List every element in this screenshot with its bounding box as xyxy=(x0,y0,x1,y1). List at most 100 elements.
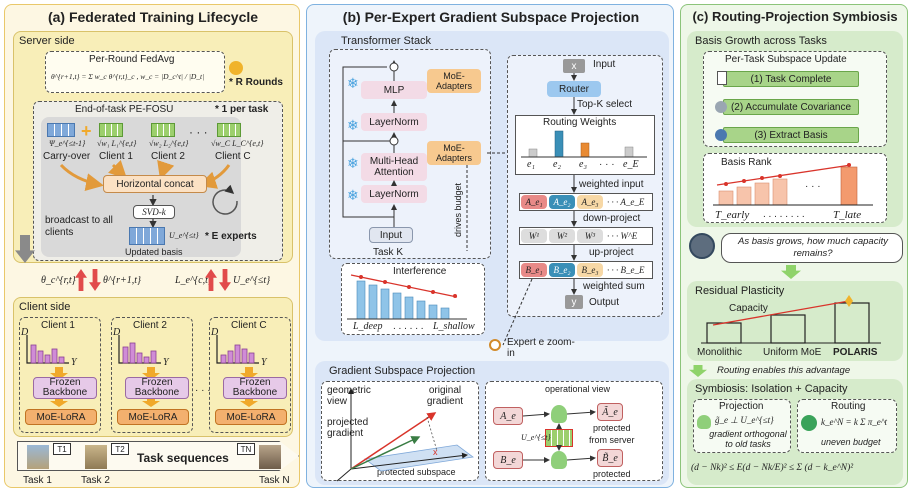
mlp-box: MLP xyxy=(361,81,427,99)
panel-c-title: (c) Routing-Projection Symbiosis xyxy=(692,9,898,24)
frozen-backbone-1: Frozen Backbone xyxy=(33,377,97,399)
e1-label: e₁ xyxy=(527,159,535,170)
carry-over-label: Carry-over xyxy=(43,151,91,162)
capacity-chart xyxy=(701,295,881,344)
original-gradient-label: original gradient xyxy=(426,385,464,407)
task-tag-1: T1 xyxy=(53,443,71,455)
client-1-matrix xyxy=(99,123,123,137)
theta-next-label: θ^{r+1,t} xyxy=(103,275,142,286)
operational-view-label: operational view xyxy=(545,384,611,394)
layernorm-top: LayerNorm xyxy=(361,113,427,131)
moe-lora-1: MoE-LoRA xyxy=(25,409,97,425)
client-2-matrix xyxy=(151,123,175,137)
plus-icon: + xyxy=(81,121,92,141)
snowflake-icon: ❄ xyxy=(347,117,359,133)
client-c-matrix xyxy=(217,123,241,137)
bar-monolithic: Monolithic xyxy=(697,347,743,358)
axis-d-c: D xyxy=(211,327,219,338)
fedavg-title: Per-Round FedAvg xyxy=(89,54,175,65)
client-col-1 xyxy=(19,317,101,433)
zoom-icon xyxy=(489,339,501,351)
router-arrows xyxy=(502,73,577,346)
input-box: Input xyxy=(369,227,413,243)
e3-label: e₃ xyxy=(579,159,587,170)
ue-op-label: U_e^{≤t} xyxy=(521,433,551,442)
be-tilde-box: B̃_e xyxy=(597,449,623,467)
b-ee: · · · B_e_E xyxy=(607,265,645,275)
axis-d-2: D xyxy=(113,327,121,338)
client-col-c xyxy=(209,317,291,433)
per-task-update-label: Per-Task Subspace Update xyxy=(725,54,847,65)
ellipsis: · · · xyxy=(189,125,208,139)
pe-fosu-title: End-of-task PE-FOSU xyxy=(75,104,174,115)
client-histograms xyxy=(26,335,259,407)
routing-weights-label: Routing Weights xyxy=(543,117,617,128)
y-box: y xyxy=(565,295,583,309)
filter-icon xyxy=(551,405,567,423)
w-e: · · · W^E xyxy=(607,231,638,241)
shuffle-icon xyxy=(801,415,817,431)
protected-subspace-label: protected subspace xyxy=(377,467,456,477)
moe-adapters-mid: MoE-Adapters xyxy=(427,141,481,165)
moe-adapters-top: MoE-Adapters xyxy=(427,69,481,93)
routing-formula: k_e^N = k Σ π_e^t xyxy=(821,417,888,427)
task-1-image xyxy=(27,445,49,469)
task-k-label: Task K xyxy=(373,247,404,258)
updated-basis-matrix xyxy=(129,227,165,245)
svd-box: SVD-k xyxy=(133,205,175,219)
topk-label: Top-K select xyxy=(577,99,633,110)
bar-uniform-moe: Uniform MoE xyxy=(763,347,822,358)
operational-view-box xyxy=(485,381,663,481)
a-e1: A_e₁ xyxy=(521,195,547,209)
task-n-image xyxy=(259,445,281,469)
snowflake-icon: ❄ xyxy=(347,187,359,203)
rank-dots: · · · xyxy=(805,181,821,192)
zoom-label: Expert e zoom-in xyxy=(507,337,575,359)
w-1: W¹ xyxy=(521,229,547,243)
experts-label: * E experts xyxy=(205,231,257,242)
interference-chart xyxy=(347,274,467,320)
x-box: x xyxy=(563,59,585,73)
carry-over-math: Ψ_e^{≤t-1} xyxy=(49,139,86,148)
panel-c: (c) Routing-Projection Symbiosis Basis G… xyxy=(680,4,908,488)
protected-label-top: protected xyxy=(593,423,631,433)
axis-y-1: Y xyxy=(71,357,77,368)
client-c-math: √w_C L_C^{e,t} xyxy=(211,139,264,148)
theta-c-label: θ_c^{r,t} xyxy=(41,275,76,286)
t-late-label: T_late xyxy=(833,209,862,221)
client-col-2 xyxy=(111,317,193,433)
down-project-label: down-project xyxy=(583,213,641,224)
panel-b: (b) Per-Expert Gradient Subspace Project… xyxy=(306,4,674,488)
router-input-label: Input xyxy=(593,59,616,70)
t-dots: . . . . . . . . xyxy=(763,209,805,220)
e2-label: e₂ xyxy=(553,159,561,170)
task-2-label: Task 2 xyxy=(81,475,110,486)
client-1-math: √w₁ L₁^{e,t} xyxy=(97,139,137,148)
transformer-arrows xyxy=(342,60,521,251)
task-tag-n: TN xyxy=(237,443,255,455)
basis-rank-label: Basis Rank xyxy=(721,157,772,168)
a-e2: A_e₂ xyxy=(549,195,575,209)
operational-arrows xyxy=(522,409,596,463)
routing-label: Routing xyxy=(831,401,866,412)
rounds-label: * R Rounds xyxy=(229,77,283,88)
residual-plasticity-label: Residual Plasticity xyxy=(695,285,785,297)
layernorm-bottom: LayerNorm xyxy=(361,185,427,203)
client-c-label: Client C xyxy=(215,151,251,162)
question-text: As basis grows, how much capacity remain… xyxy=(738,236,888,259)
gsp-title: Gradient Subspace Projection xyxy=(329,365,476,377)
up-project-label: up-project xyxy=(589,247,634,258)
refresh-icon xyxy=(229,61,243,75)
t-early-label: T_early xyxy=(715,209,750,221)
protected-label-bottom: protected xyxy=(593,469,631,479)
frozen-backbone-c: Frozen Backbone xyxy=(223,377,287,399)
moe-lora-2: MoE-LoRA xyxy=(117,409,189,425)
question-bubble xyxy=(721,233,903,263)
task-sequences-label: Task sequences xyxy=(137,451,229,465)
network-icon xyxy=(715,101,727,113)
axis-d-1: D xyxy=(21,327,29,338)
router-box: Router xyxy=(547,81,601,97)
b-e2: B_e₂ xyxy=(549,263,575,277)
fedavg-formula: θ^{r+1,t} = Σ w_c θ^{r,t}_c , w_c = |D_c… xyxy=(51,72,205,81)
updated-basis-label: Updated basis xyxy=(125,247,183,257)
